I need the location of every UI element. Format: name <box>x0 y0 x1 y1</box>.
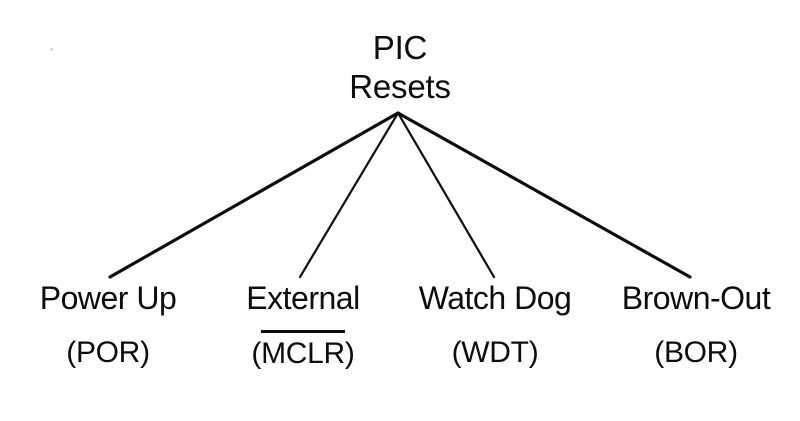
leaf-abbr-power-up: (POR) <box>8 335 208 371</box>
leaf-abbr-watch-dog: (WDT) <box>400 335 590 371</box>
abbr-close-paren: ) <box>140 336 150 369</box>
abbr-core-overlined: MCLR <box>261 330 345 370</box>
leaf-label-external: External <box>246 280 360 316</box>
scan-artifact-speck <box>50 48 53 51</box>
edge-to-watch-dog <box>396 111 496 279</box>
leaf-node-watch-dog: Watch Dog (WDT) <box>400 279 590 371</box>
abbr-core: WDT <box>461 336 529 369</box>
leaf-node-external: External (MCLR) <box>214 279 392 372</box>
edge-to-power-up <box>108 111 400 279</box>
leaf-node-brown-out: Brown-Out (BOR) <box>596 279 796 371</box>
leaf-abbr-external: (MCLR) <box>214 330 392 372</box>
abbr-close-paren: ) <box>344 337 355 370</box>
leaf-label-brown-out: Brown-Out <box>621 280 771 316</box>
abbr-close-paren: ) <box>528 336 539 369</box>
leaf-label-watch-dog: Watch Dog <box>418 280 572 316</box>
root-node-label: PIC Resets <box>349 29 451 105</box>
edge-to-brown-out <box>396 111 692 279</box>
abbr-open-paren: ( <box>654 336 664 369</box>
leaf-node-power-up: Power Up (POR) <box>8 279 208 371</box>
abbr-open-paren: ( <box>451 336 462 369</box>
leaf-abbr-brown-out: (BOR) <box>596 335 796 371</box>
abbr-close-paren: ) <box>728 336 738 369</box>
abbr-open-paren: ( <box>251 337 262 370</box>
abbr-core: POR <box>75 336 141 369</box>
abbr-core: BOR <box>663 336 729 369</box>
edge-to-external <box>298 111 400 279</box>
leaf-label-power-up: Power Up <box>39 280 177 316</box>
abbr-open-paren: ( <box>66 336 76 369</box>
